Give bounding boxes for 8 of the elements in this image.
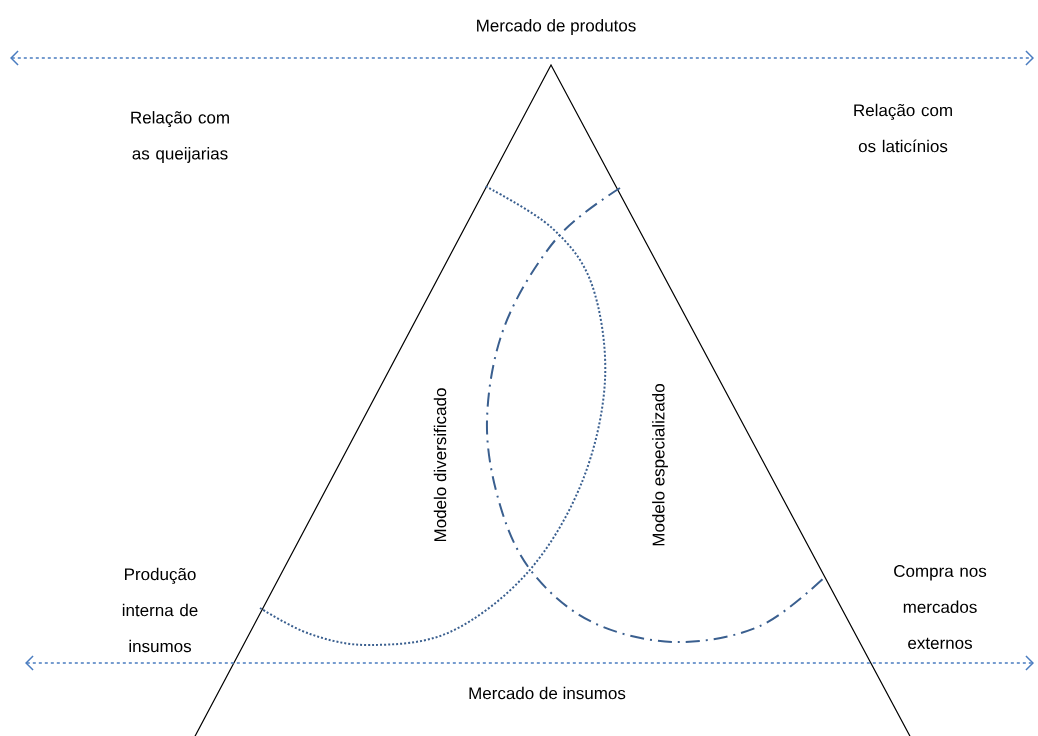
corner-label: Relação com as queijarias [131, 111, 229, 163]
corner-label: Compra nos mercados externos [894, 565, 987, 650]
model-label: Modelo especializado [652, 384, 668, 546]
market-label: Mercado de insumos [469, 686, 626, 700]
corner-label: Relação com os laticínios [854, 103, 952, 153]
model-label: Modelo diversificado [433, 388, 447, 542]
market-label: Mercado de produtos [477, 19, 636, 35]
corner-label: Produção interna de insumos [122, 567, 198, 653]
